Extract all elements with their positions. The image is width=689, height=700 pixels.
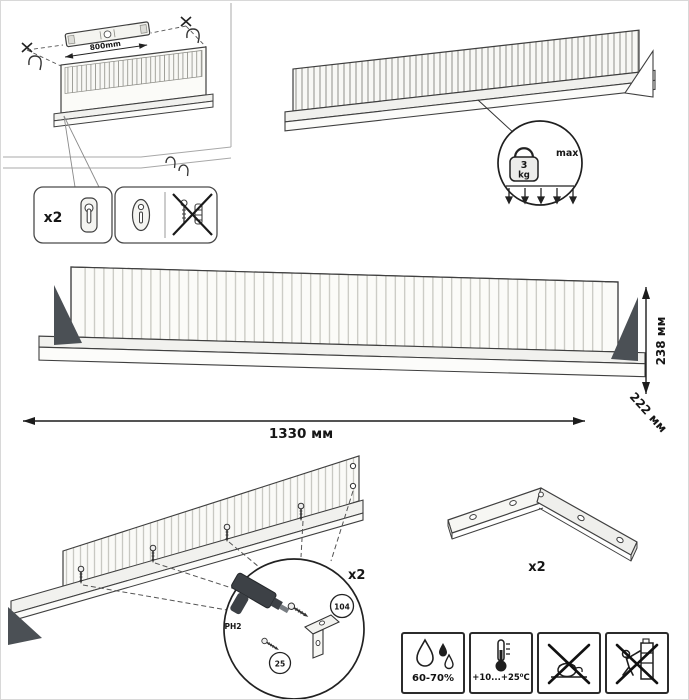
corner-bracket-icon (447, 487, 638, 562)
keyhole-hanger-icon (80, 197, 98, 233)
product-dimension-drawing: 1330 мм 238 мм 222 мм (23, 266, 670, 442)
crossed-fasteners-icon (172, 193, 213, 236)
oval-hanger-icon (131, 198, 151, 232)
spirit-level-icon (64, 21, 151, 48)
wall-mounting-diagram: 800mm x2 (3, 3, 232, 244)
end-bracket-dark (8, 607, 42, 645)
temperature-box: +10...+25⁰C (469, 632, 533, 694)
screw-size-badge (329, 593, 355, 619)
thermometer-icon (495, 639, 510, 672)
right-bracket (611, 297, 638, 361)
temperature-label: +10...+25⁰C (472, 673, 530, 683)
corner-bracket-part: x2 (447, 487, 638, 575)
screw-size-badge (268, 651, 292, 675)
depth-dimension-label: 222 мм (627, 390, 670, 436)
wall-hooks-icon (165, 156, 189, 177)
humidity-box: 60-70% (401, 632, 465, 694)
assembly-qty-label: x2 (348, 568, 365, 583)
no-climbing-icon (615, 638, 659, 685)
max-label: max (556, 148, 578, 159)
height-dimension: 238 мм (642, 287, 668, 394)
hardware-strip-b (114, 186, 218, 244)
panel-hole (349, 462, 357, 470)
weight-value-label: 3 (521, 160, 528, 171)
exploded-assembly-diagram: x2 PH2 104 25 (8, 455, 365, 699)
weight-unit-label: kg (518, 171, 530, 181)
load-limit-callout: 3 kg max (497, 120, 583, 206)
construction-lines (26, 25, 207, 67)
leader-lines (63, 115, 100, 188)
screw-size-2-label: 25 (275, 660, 285, 669)
no-climbing-box (605, 632, 669, 694)
detail-leader-lines (82, 490, 354, 612)
screw-size-1-label: 104 (334, 603, 350, 612)
hardware-strip-a: x2 (33, 186, 113, 244)
mount-point-marks (21, 16, 192, 53)
assembly-detail-callout: x2 PH2 104 25 (223, 558, 365, 699)
shelf-panel-drawing (53, 46, 214, 128)
hardware-qty-label: x2 (44, 210, 63, 226)
no-hot-objects-icon (547, 643, 591, 685)
wall-hook-icon (28, 28, 200, 71)
width-dimension-label: 1330 мм (269, 426, 333, 442)
no-hot-objects-box (537, 632, 601, 694)
bit-label: PH2 (225, 622, 242, 631)
left-bracket (54, 285, 82, 345)
drill-icon (230, 572, 290, 615)
callout-line (477, 99, 517, 136)
water-drops-icon (416, 638, 454, 670)
humidity-label: 60-70% (411, 673, 454, 684)
kettlebell-icon: 3 kg (509, 147, 539, 182)
shelf-main-drawing (38, 266, 646, 378)
panel-hole (349, 482, 357, 490)
wall-corner (3, 3, 232, 169)
bracket-detail-icon (303, 614, 341, 659)
shelf-drawing (284, 29, 656, 132)
load-arrows-icon (504, 185, 578, 205)
load-limit-diagram: 3 kg max (284, 29, 656, 206)
care-icons-row: 60-70% +10...+25⁰C (401, 632, 669, 694)
width-dimension: 1330 мм (23, 417, 585, 442)
bracket-qty-label: x2 (528, 560, 545, 575)
end-bracket-outline (624, 49, 654, 98)
height-dimension-label: 238 мм (654, 317, 668, 366)
